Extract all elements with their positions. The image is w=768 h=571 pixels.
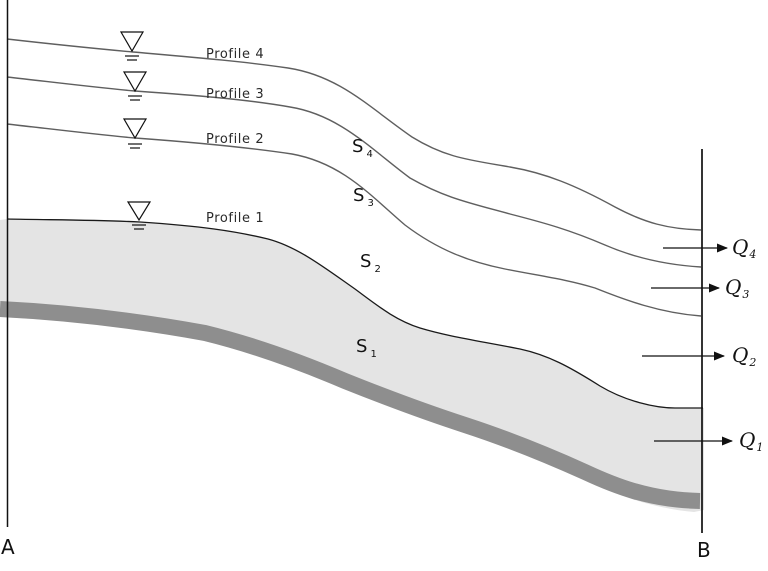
profile-4-label: Profile 4 xyxy=(206,47,265,62)
profile-2-label: Profile 2 xyxy=(206,132,265,147)
profile-3-label: Profile 3 xyxy=(206,87,265,102)
profile-4-curve xyxy=(6,38,702,231)
water-table-icon xyxy=(122,118,148,149)
discharge-label-q1: Q1 xyxy=(739,428,764,454)
profile-1-curve xyxy=(6,218,703,409)
discharge-label-q3: Q3 xyxy=(725,275,750,301)
aquifer-region xyxy=(0,219,704,512)
aquifer-base-band xyxy=(0,301,701,509)
endpoint-label-a: A xyxy=(1,535,15,559)
water-table-icon xyxy=(126,201,152,230)
discharge-label-q2: Q2 xyxy=(732,343,757,369)
endpoint-label-b: B xyxy=(697,538,711,562)
profile-1-label: Profile 1 xyxy=(206,211,265,226)
water-table-icon xyxy=(119,31,145,61)
water-table-icon xyxy=(122,71,148,101)
discharge-label-q4: Q4 xyxy=(732,235,757,261)
